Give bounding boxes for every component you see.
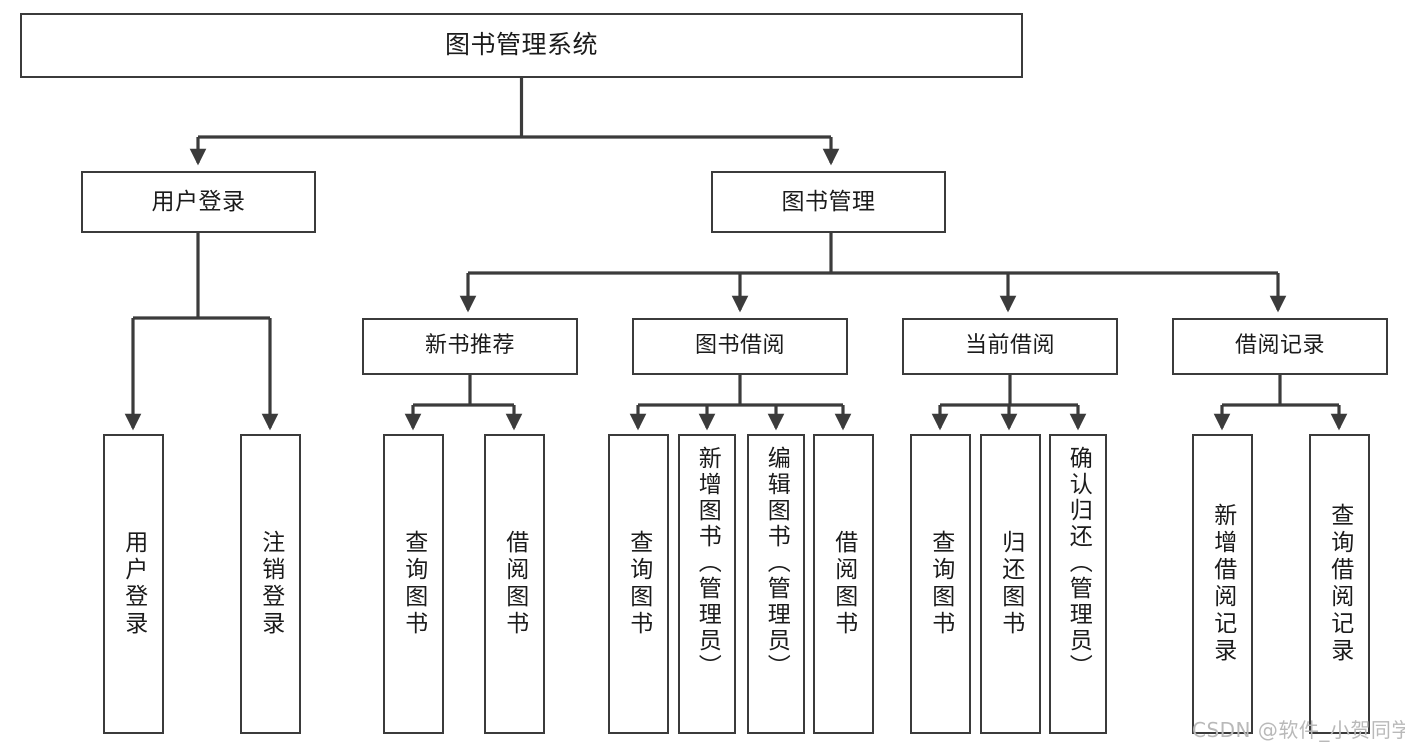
node-label: 归还图书 bbox=[997, 530, 1024, 638]
node-label: 借阅图书 bbox=[501, 530, 528, 638]
node-new-book-recommend[interactable]: 新书推荐 bbox=[362, 318, 578, 375]
node-label: 图书管理系统 bbox=[444, 30, 598, 60]
node-leaf-return-book[interactable]: 归还图书 bbox=[980, 434, 1041, 734]
node-leaf-query-book-borrow[interactable]: 查询图书 bbox=[608, 434, 669, 734]
node-leaf-user-login[interactable]: 用户登录 bbox=[103, 434, 164, 734]
watermark: CSDN @软件_小贺同学 bbox=[1192, 718, 1405, 742]
node-label: 用户登录 bbox=[120, 530, 147, 638]
node-book-borrow[interactable]: 图书借阅 bbox=[632, 318, 848, 375]
node-label: 注销登录 bbox=[257, 530, 284, 638]
node-leaf-query-book-current[interactable]: 查询图书 bbox=[910, 434, 971, 734]
node-leaf-query-book-recommend[interactable]: 查询图书 bbox=[383, 434, 444, 734]
node-label: 图书管理 bbox=[781, 188, 876, 215]
node-label: 用户登录 bbox=[151, 188, 246, 215]
node-label: 新增借阅记录 bbox=[1209, 503, 1236, 665]
node-current-borrow[interactable]: 当前借阅 bbox=[902, 318, 1118, 375]
node-label: 查询图书 bbox=[625, 530, 652, 638]
node-user-login[interactable]: 用户登录 bbox=[81, 171, 316, 233]
node-leaf-borrow-book-recommend[interactable]: 借阅图书 bbox=[484, 434, 545, 734]
node-leaf-query-borrow-record[interactable]: 查询借阅记录 bbox=[1309, 434, 1370, 734]
node-leaf-confirm-return-admin[interactable]: 确认归还（管理员） bbox=[1049, 434, 1107, 734]
node-leaf-add-borrow-record[interactable]: 新增借阅记录 bbox=[1192, 434, 1253, 734]
node-borrow-record[interactable]: 借阅记录 bbox=[1172, 318, 1388, 375]
node-label: 借阅图书 bbox=[830, 530, 857, 638]
node-label: 新增图书（管理员） bbox=[694, 446, 721, 680]
node-leaf-borrow-book[interactable]: 借阅图书 bbox=[813, 434, 874, 734]
node-label: 查询图书 bbox=[400, 530, 427, 638]
node-root-book-management-system[interactable]: 图书管理系统 bbox=[20, 13, 1023, 78]
node-label: 编辑图书（管理员） bbox=[763, 446, 790, 680]
node-label: 新书推荐 bbox=[424, 333, 515, 359]
node-label: 借阅记录 bbox=[1234, 333, 1325, 359]
node-label: 当前借阅 bbox=[964, 333, 1055, 359]
node-label: 确认归还（管理员） bbox=[1065, 446, 1092, 680]
node-label: 查询借阅记录 bbox=[1326, 503, 1353, 665]
node-label: 图书借阅 bbox=[694, 333, 785, 359]
node-leaf-edit-book-admin[interactable]: 编辑图书（管理员） bbox=[747, 434, 805, 734]
node-label: 查询图书 bbox=[927, 530, 954, 638]
node-book-management[interactable]: 图书管理 bbox=[711, 171, 946, 233]
node-leaf-logout[interactable]: 注销登录 bbox=[240, 434, 301, 734]
node-leaf-add-book-admin[interactable]: 新增图书（管理员） bbox=[678, 434, 736, 734]
